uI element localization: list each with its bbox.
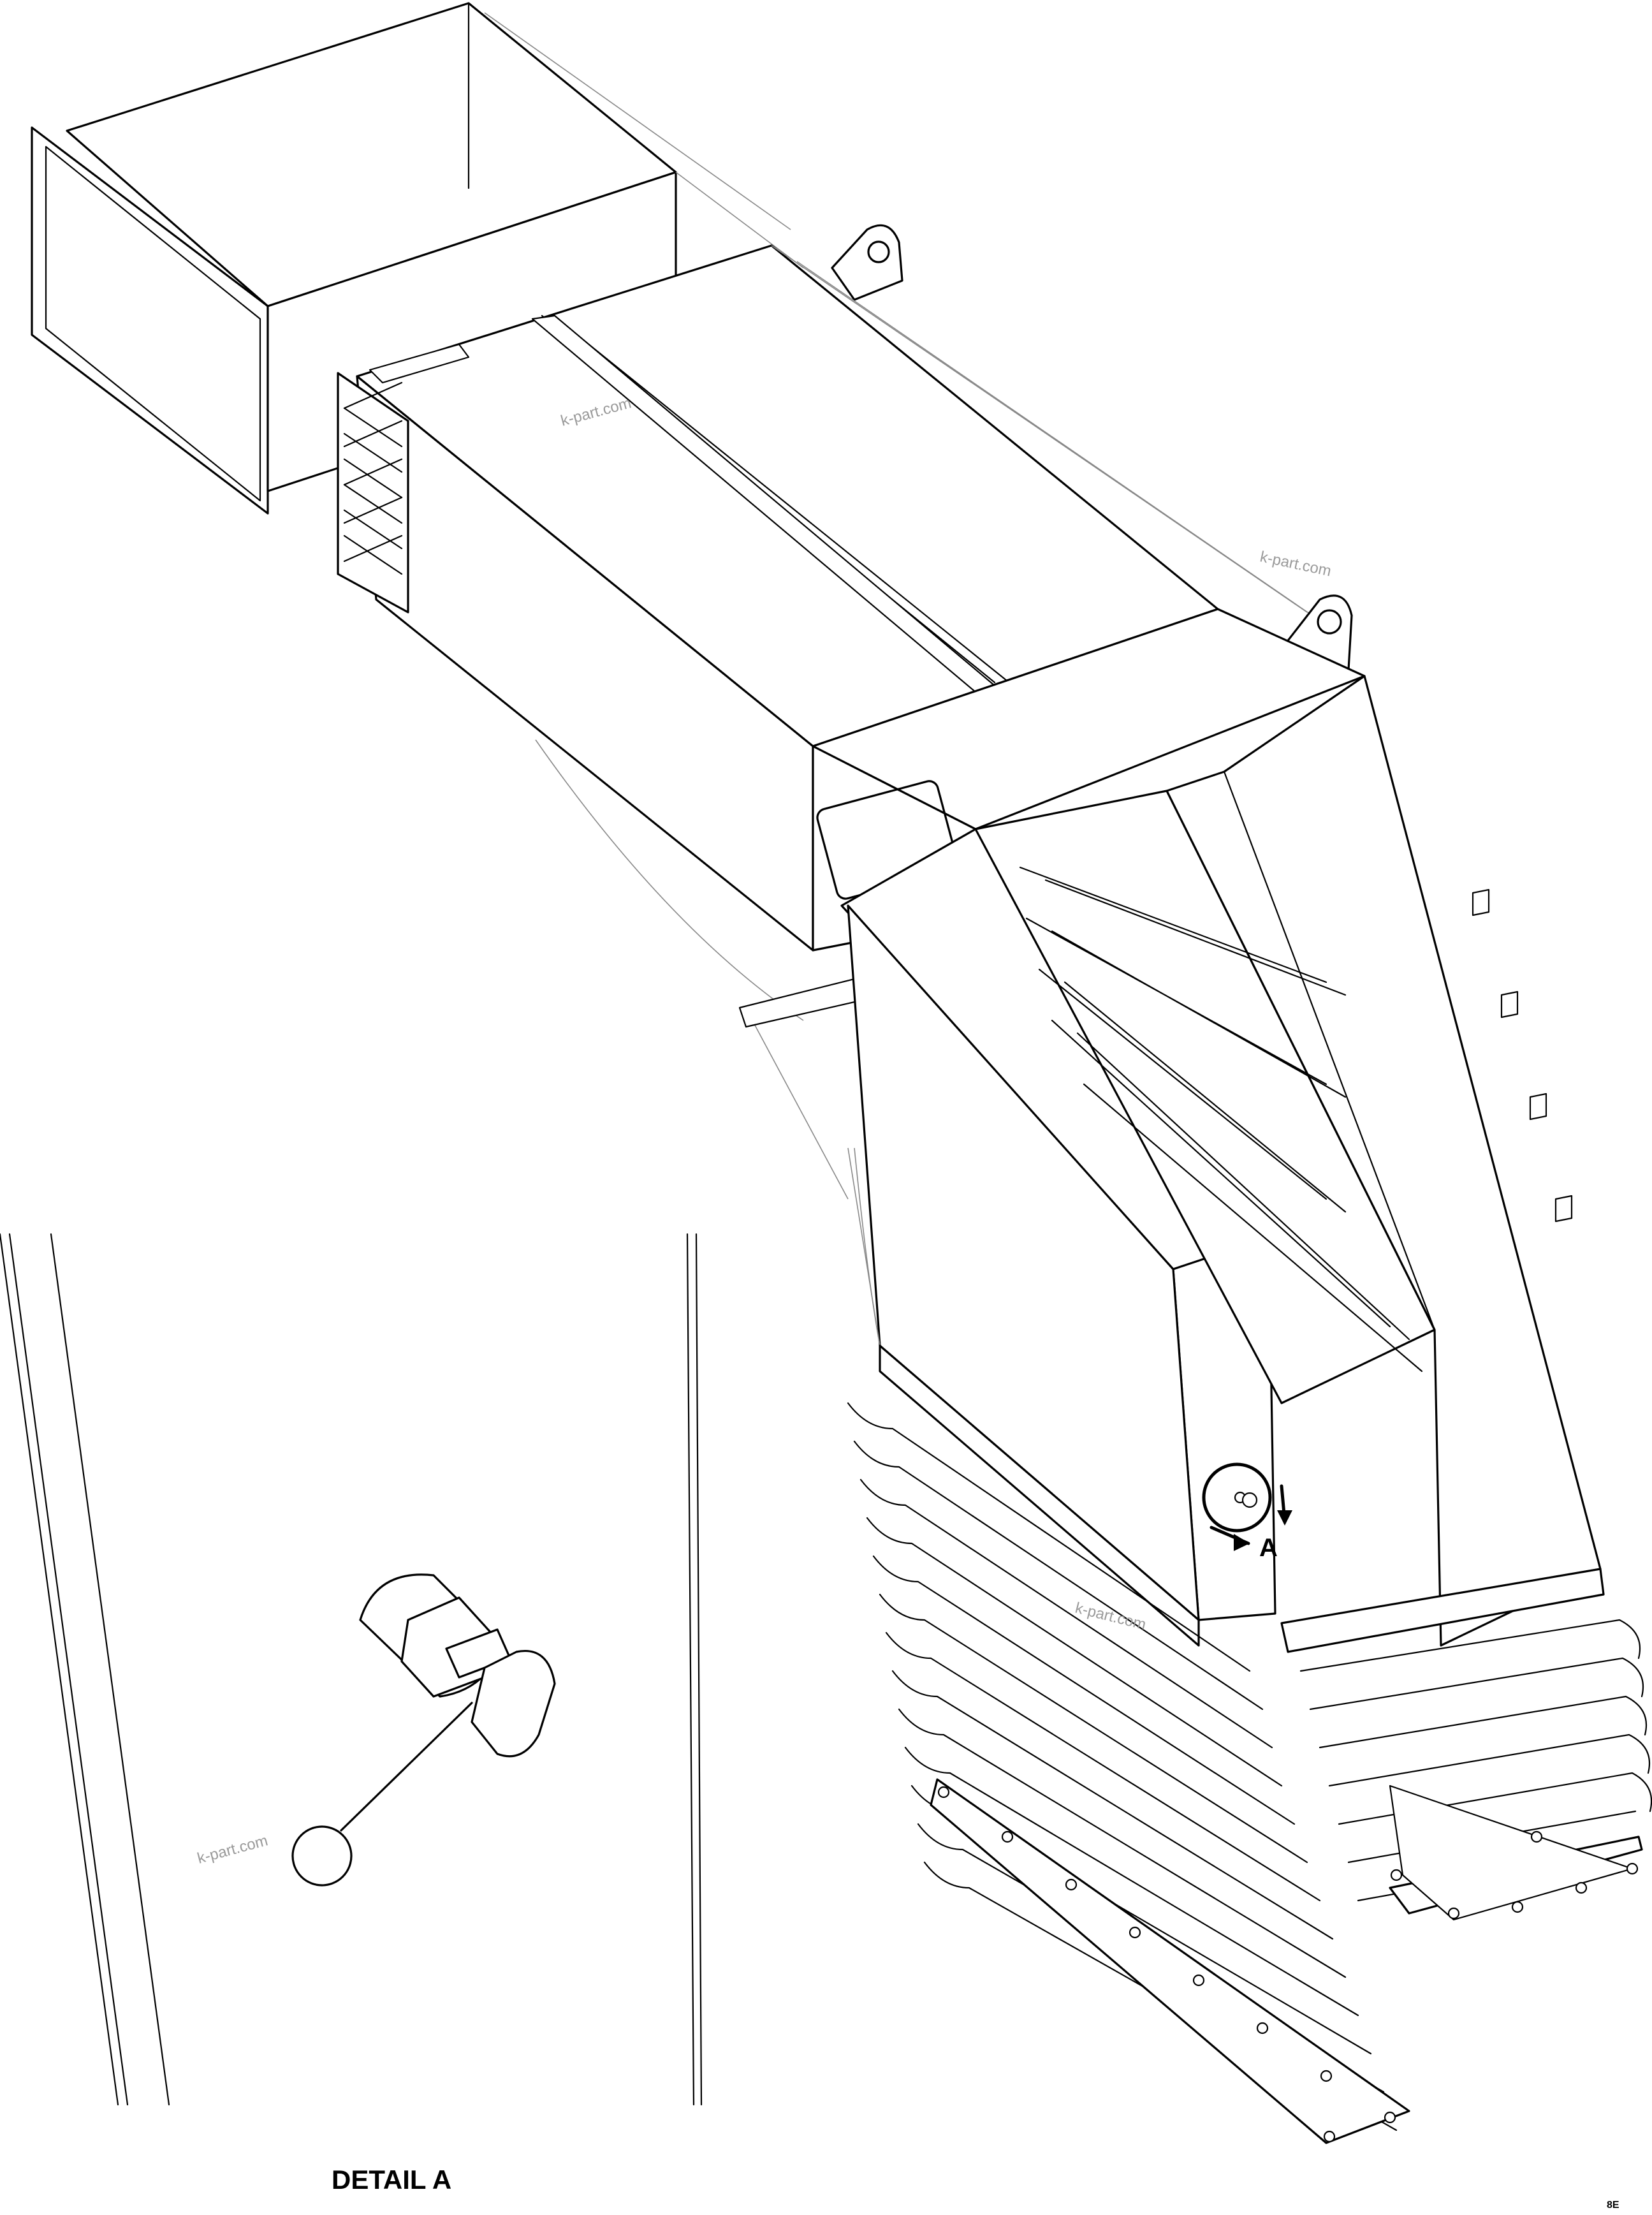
sheet-code: 8E xyxy=(1607,2200,1619,2211)
watermark-4: k-part.com xyxy=(196,1832,270,1867)
detail-title: DETAIL A xyxy=(332,2165,451,2195)
watermark-3: k-part.com xyxy=(1074,1600,1148,1634)
left-bellows xyxy=(847,1344,1410,2144)
manifold-body xyxy=(812,608,1602,1647)
watermark-2: k-part.com xyxy=(1259,548,1333,580)
main-duct-body xyxy=(337,244,1327,1200)
lifting-eye-upper xyxy=(831,224,903,301)
detail-a-view xyxy=(0,1233,703,2106)
detail-a-callout: A xyxy=(1202,1462,1292,1562)
callout-label: A xyxy=(1259,1534,1278,1562)
right-bellows xyxy=(1280,1568,1652,1921)
